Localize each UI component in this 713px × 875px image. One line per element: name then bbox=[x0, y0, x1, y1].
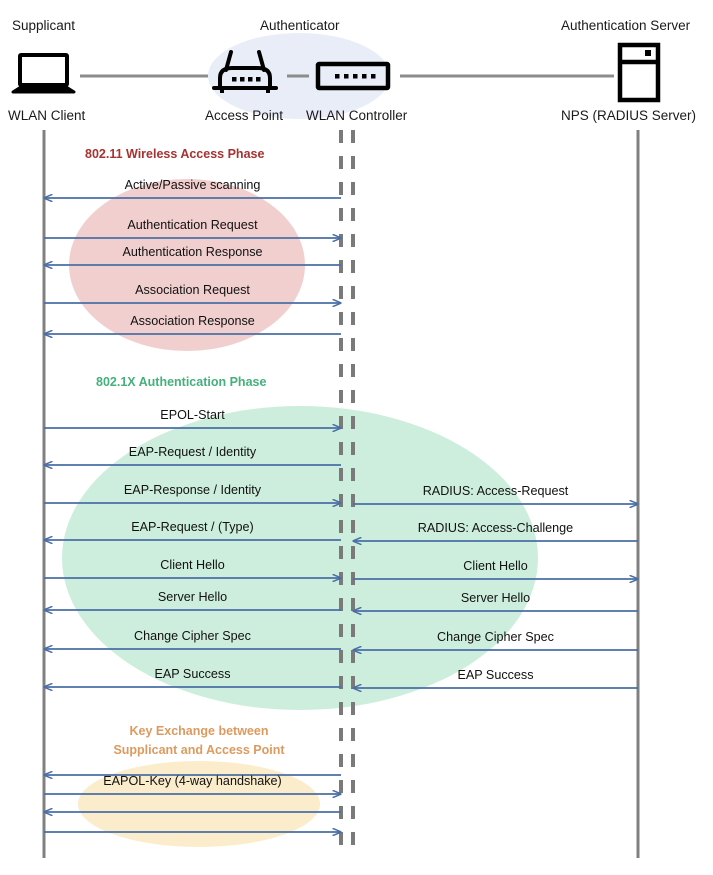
actor-role-authenticator: Authenticator bbox=[260, 18, 340, 33]
laptop-icon bbox=[11, 53, 76, 94]
actor-role-supplicant: Supplicant bbox=[12, 18, 76, 33]
actor-device-wlan-client: WLAN Client bbox=[8, 108, 86, 123]
message-label: EAP Success bbox=[154, 667, 231, 681]
phase-ellipse-key-exchange bbox=[78, 761, 320, 847]
message-label: EPOL-Start bbox=[160, 408, 225, 422]
actor-device-access-point: Access Point bbox=[205, 108, 284, 123]
message-label: Server Hello bbox=[460, 591, 531, 605]
network-switch-icon bbox=[315, 61, 391, 91]
phase-label-key-exchange-line2: Supplicant and Access Point bbox=[113, 742, 285, 757]
phase-label-key-exchange-line1: Key Exchange between bbox=[129, 724, 269, 738]
message-label: Client Hello bbox=[463, 559, 528, 573]
actor-role-auth-server: Authentication Server bbox=[561, 18, 691, 33]
wireless-router-icon bbox=[212, 50, 278, 93]
message-label: Change Cipher Spec bbox=[134, 629, 251, 643]
message-label: Server Hello bbox=[157, 590, 228, 604]
message-label: RADIUS: Access-Request bbox=[422, 484, 569, 498]
message-label: Client Hello bbox=[160, 558, 225, 572]
message-label: Change Cipher Spec bbox=[437, 630, 554, 644]
message-label: Active/Passive scanning bbox=[124, 178, 261, 192]
message-arrow-layer bbox=[44, 198, 638, 832]
actor-device-wlan-controller: WLAN Controller bbox=[306, 108, 408, 123]
phase-label-80211: 802.11 Wireless Access Phase bbox=[85, 147, 265, 161]
message-label: EAPOL-Key (4-way handshake) bbox=[103, 774, 282, 788]
message-label: EAP-Request / Identity bbox=[128, 445, 257, 459]
message-label: Authentication Request bbox=[127, 218, 258, 232]
message-label: Authentication Response bbox=[122, 245, 263, 259]
message-label: Association Request bbox=[135, 283, 250, 297]
message-label: Association Response bbox=[130, 314, 255, 328]
phase-ellipse-8021x bbox=[62, 406, 538, 710]
message-label: EAP-Request / (Type) bbox=[131, 520, 254, 534]
phase-label-8021x: 802.1X Authentication Phase bbox=[96, 375, 267, 389]
message-label: EAP Success bbox=[457, 668, 534, 682]
server-rack-icon bbox=[617, 42, 661, 103]
actor-device-nps-radius: NPS (RADIUS Server) bbox=[561, 108, 697, 123]
message-label: RADIUS: Access-Challenge bbox=[417, 521, 574, 535]
phase-label-key-exchange: Key Exchange between Supplicant and Acce… bbox=[94, 722, 304, 760]
message-label: EAP-Response / Identity bbox=[123, 483, 262, 497]
